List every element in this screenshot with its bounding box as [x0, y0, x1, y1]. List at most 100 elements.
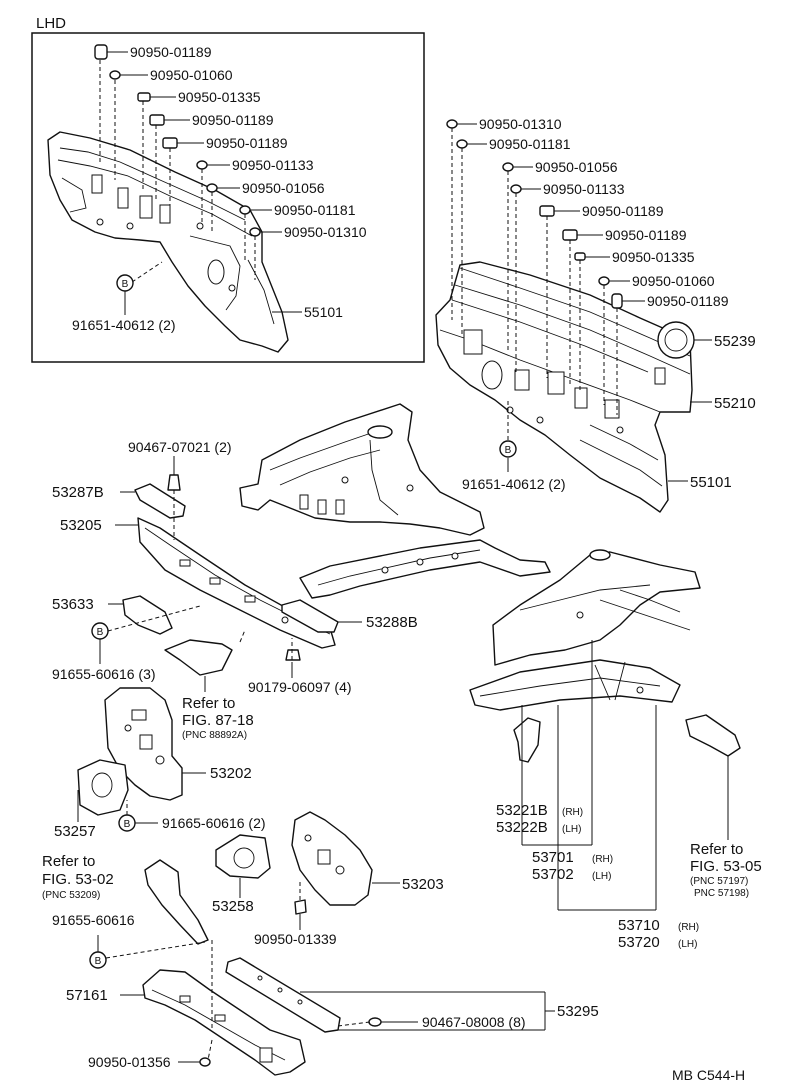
label-refer-to-2: Refer to	[690, 841, 743, 858]
bracket-53633	[122, 595, 173, 635]
nut-90179	[285, 649, 301, 661]
clip-90950-01339	[294, 899, 307, 915]
rhd-callout-b	[499, 440, 517, 458]
label-inset-90950-01181: 90950-01181	[274, 202, 356, 218]
inset-leaders	[99, 51, 302, 315]
label-53710: 53710	[618, 917, 660, 934]
label-r-90950-01189-c: 90950-01189	[647, 293, 729, 309]
label-53222b-lh: (LH)	[562, 824, 581, 835]
label-53633: 53633	[52, 596, 94, 613]
label-pnc-53209: (PNC 53209)	[42, 890, 100, 901]
inset-title: LHD	[36, 15, 66, 32]
rhd-callout-b-text: B	[505, 445, 512, 456]
label-r-90950-01335: 90950-01335	[612, 249, 695, 265]
inset-callout-b-text: B	[122, 279, 129, 290]
label-90467-08008: 90467-08008 (8)	[422, 1014, 526, 1030]
label-inset-90950-01060: 90950-01060	[150, 67, 233, 83]
label-90950-01356: 90950-01356	[88, 1054, 171, 1070]
label-inset-90950-01133: 90950-01133	[232, 157, 314, 173]
label-inset-90950-01335: 90950-01335	[178, 89, 261, 105]
label-53221b-rh: (RH)	[562, 807, 583, 818]
label-fig-53-02: FIG. 53-02	[42, 871, 114, 888]
grommet-55239	[657, 321, 695, 359]
label-inset-55101: 55101	[304, 304, 343, 320]
label-inset-90950-01189-a: 90950-01189	[130, 44, 212, 60]
label-53720-lh: (LH)	[678, 939, 697, 950]
label-r-90950-01310: 90950-01310	[479, 116, 562, 132]
label-91655-60616-3: 91655-60616 (3)	[52, 666, 156, 682]
label-inset-90950-01189-c: 90950-01189	[206, 135, 288, 151]
bracket-53257	[77, 759, 129, 816]
label-53701-rh: (RH)	[592, 854, 613, 865]
callout-b-53633-text: B	[97, 627, 104, 638]
label-90950-01339: 90950-01339	[254, 931, 337, 947]
panel-53203	[291, 811, 373, 906]
inset-callout-b	[116, 274, 134, 292]
label-53221b: 53221B	[496, 802, 548, 819]
bracket-53258	[215, 834, 271, 879]
label-inset-90950-01056: 90950-01056	[242, 180, 325, 196]
label-53288b: 53288B	[366, 614, 418, 631]
label-inset-90950-01310: 90950-01310	[284, 224, 367, 240]
callout-b-53202-text: B	[124, 819, 131, 830]
label-r-90950-01189-a: 90950-01189	[582, 203, 664, 219]
rhd-dash-panel-group	[435, 119, 712, 513]
inset-fasteners	[94, 44, 261, 237]
label-90179-06097: 90179-06097 (4)	[248, 679, 352, 695]
bracket-53287b	[134, 483, 186, 519]
label-r-91651-40612: 91651-40612 (2)	[462, 476, 566, 492]
label-pnc-57198: PNC 57198)	[694, 888, 749, 899]
crossmember-57161	[142, 969, 306, 1076]
footer-code: MB C544-H	[672, 1067, 745, 1083]
label-53258: 53258	[212, 898, 254, 915]
label-r-90950-01189-b: 90950-01189	[605, 227, 687, 243]
label-53257: 53257	[54, 823, 96, 840]
lower-member	[299, 539, 551, 599]
label-53295: 53295	[557, 1003, 599, 1020]
label-53203: 53203	[402, 876, 444, 893]
plate-53288b	[281, 599, 339, 633]
label-53287b: 53287B	[52, 484, 104, 501]
label-57161: 57161	[66, 987, 108, 1004]
label-r-55210: 55210	[714, 395, 756, 412]
label-pnc-88892a: (PNC 88892A)	[182, 730, 247, 741]
label-r-55239: 55239	[714, 333, 756, 350]
label-91665-60616: 91665-60616 (2)	[162, 815, 266, 831]
label-refer-to-3: Refer to	[42, 853, 95, 870]
label-inset-90950-01189-b: 90950-01189	[192, 112, 274, 128]
side-member-53701	[492, 549, 701, 666]
bracket-53221b	[513, 717, 541, 763]
lower-frame-53710	[469, 659, 681, 711]
bracket-refer-53-02	[144, 859, 209, 945]
label-53702-lh: (LH)	[592, 871, 611, 882]
lhd-inset: LHD	[31, 15, 425, 363]
label-53710-rh: (RH)	[678, 922, 699, 933]
label-pnc-57197: (PNC 57197)	[690, 876, 748, 887]
label-fig-87-18: FIG. 87-18	[182, 712, 254, 729]
label-53720: 53720	[618, 934, 660, 951]
inset-dash-panel	[47, 131, 289, 353]
label-r-90950-01060: 90950-01060	[632, 273, 715, 289]
label-fig-53-05: FIG. 53-05	[690, 858, 762, 875]
upper-apron	[239, 403, 485, 536]
label-53202: 53202	[210, 765, 252, 782]
label-r-90950-01056: 90950-01056	[535, 159, 618, 175]
label-r-90950-01181: 90950-01181	[489, 136, 571, 152]
gusset-refer-87-18	[164, 639, 233, 676]
lower-leaders	[77, 490, 729, 1063]
callout-b-57161-text: B	[95, 956, 102, 967]
label-53702: 53702	[532, 866, 574, 883]
label-91655-60616: 91655-60616	[52, 912, 135, 928]
inset-frame	[31, 32, 425, 363]
labels: 90950-01189 90950-01060 90950-01335 9095…	[42, 44, 762, 1083]
label-inset-91651-40612: 91651-40612 (2)	[72, 317, 176, 333]
label-90467-07021: 90467-07021 (2)	[128, 439, 232, 455]
label-r-90950-01133: 90950-01133	[543, 181, 625, 197]
clip-90950-01356	[199, 1057, 211, 1067]
reinforcement-refer-53-05	[685, 714, 741, 757]
label-r-55101: 55101	[690, 474, 732, 491]
nut-90467b	[368, 1017, 382, 1027]
label-refer-to-1: Refer to	[182, 695, 235, 712]
label-53205: 53205	[60, 517, 102, 534]
